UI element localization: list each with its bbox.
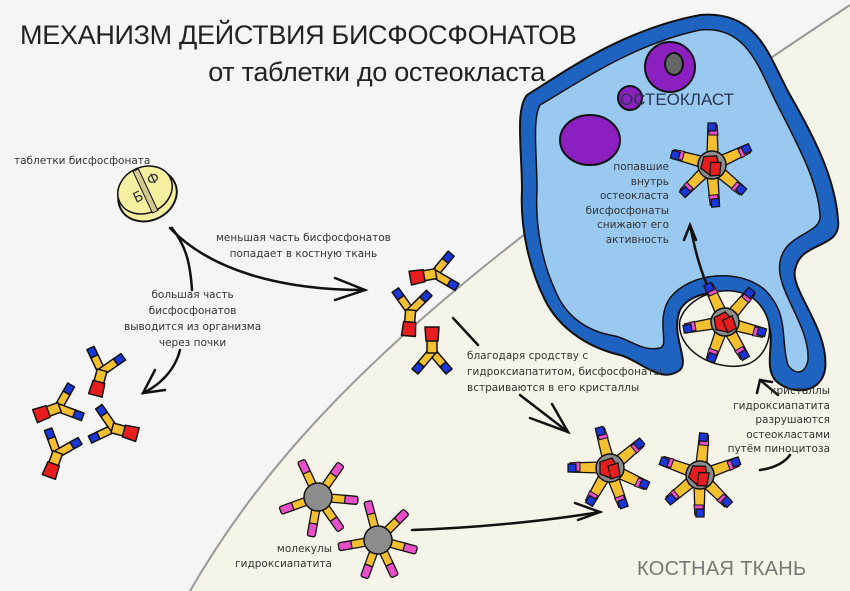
label-line: встраиваются в его кристаллы — [467, 382, 640, 394]
label-line: разрушаются — [755, 414, 830, 426]
arrow-to-vesicle — [758, 378, 780, 397]
label-line: попадает в костную ткань — [229, 248, 378, 260]
label-line: активность — [605, 233, 669, 246]
arrow-to-vesicle-head — [755, 378, 774, 395]
nucleus-small — [617, 85, 643, 111]
arrow-ha-to-crystal-head — [573, 501, 604, 522]
label-line: остеокластами — [746, 428, 830, 441]
arrow-into-cell-head — [682, 221, 698, 242]
label-affinity: благодаря сродству с гидроксиапатитом, б… — [467, 348, 662, 396]
label-smaller-part: меньшая часть бисфосфонатов попадает в к… — [216, 230, 391, 262]
arrow-tablet-to-bone-head — [333, 276, 369, 302]
label-line: кристаллы — [770, 385, 830, 397]
label-line: бисфосфонатов — [148, 305, 237, 317]
label-line: снижают его — [596, 219, 669, 231]
page-title: МЕХАНИЗМ ДЕЙСТВИЯ БИСФОСФОНАТОВ — [20, 20, 577, 50]
bisphosphonate-molecule — [27, 380, 87, 436]
label-line: благодаря сродству с — [467, 350, 589, 362]
osteoclast-cell — [519, 13, 840, 392]
bisphosphonate-molecule — [86, 402, 144, 455]
arrow-to-crystal-head — [528, 402, 571, 435]
arrow-excretion-head — [140, 368, 167, 395]
label-line: бисфосфонаты — [585, 204, 669, 217]
bisphosphonate-molecule — [406, 249, 461, 299]
label-pinocytosis: кристаллы гидроксиапатита разрушаются ос… — [728, 384, 830, 457]
nucleus-large — [559, 114, 621, 166]
arrow-tablet-to-bone — [168, 226, 367, 292]
label-line: выводится из организма — [124, 321, 262, 333]
nucleolus — [664, 52, 684, 76]
label-line: молекулы — [276, 543, 332, 555]
arrow-affinity-line — [451, 316, 480, 347]
label-bone-tissue: КОСТНАЯ ТКАНЬ — [637, 558, 807, 580]
arrow-pinocytosis — [758, 453, 792, 472]
label-line: меньшая часть бисфосфонатов — [216, 232, 391, 244]
label-tablet: таблетки бисфосфоната — [14, 155, 151, 167]
label-line: внутрь — [630, 175, 669, 188]
label-larger-part: большая часть бисфосфонатов выводится из… — [124, 287, 261, 351]
label-line: большая часть — [151, 289, 234, 301]
bisphosphonate-molecule — [75, 344, 128, 402]
label-line: гидроксиапатита — [733, 399, 830, 412]
label-inside-osteoclast: попавшие внутрь остеокласта бисфосфонаты… — [586, 160, 669, 247]
label-line: гидроксиапатитом, бисфосфонаты — [467, 366, 662, 378]
label-line: попавшие — [613, 161, 669, 173]
label-hydroxyapatite: молекулы гидроксиапатита — [235, 542, 332, 572]
label-line: путём пиноцитоза — [727, 443, 830, 455]
arrow-to-crystal — [518, 393, 570, 434]
arrow-excretion — [141, 348, 182, 395]
label-osteoclast: ОСТЕОКЛАСТ — [620, 90, 735, 109]
label-line: остеокласта — [599, 190, 669, 202]
arrow-kidney-up — [170, 226, 194, 292]
page-subtitle: от таблетки до остеокласта — [208, 57, 545, 87]
tablet-pill: Б Ф — [117, 165, 178, 223]
arrow-ha-to-crystal — [410, 510, 602, 532]
bisphosphonate-molecule — [29, 425, 85, 485]
label-line: через почки — [158, 337, 227, 349]
label-line: гидроксиапатита — [235, 558, 332, 570]
